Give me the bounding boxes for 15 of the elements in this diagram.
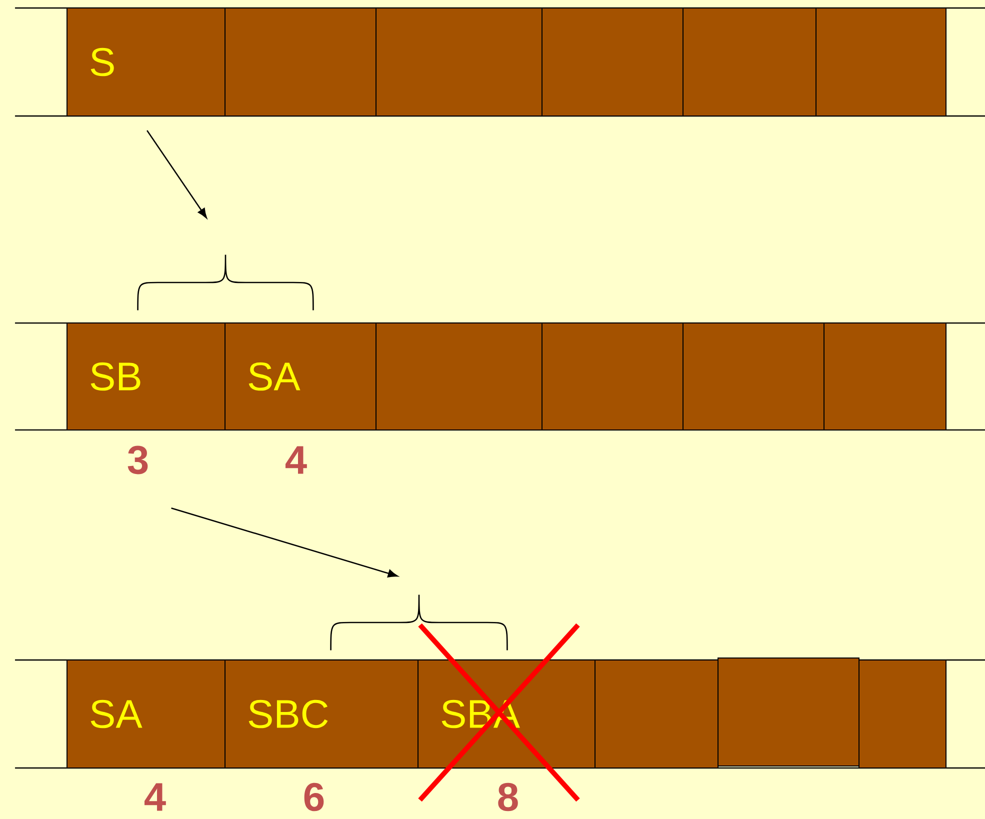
- cell-number: 3: [128, 446, 148, 474]
- arrow: [146, 130, 207, 218]
- cell-number: 4: [144, 783, 166, 811]
- empty-cell: [858, 660, 946, 768]
- tape-cell: SA: [66, 660, 226, 768]
- tape-cell: S: [66, 8, 226, 116]
- tape-cell: SA: [224, 322, 376, 430]
- tape-cell: SB: [66, 322, 226, 430]
- cell-number: 6: [304, 782, 324, 812]
- brace: [137, 254, 314, 310]
- brace: [330, 594, 508, 650]
- cell-number: 4: [286, 446, 307, 474]
- tape-cell: SBC: [224, 660, 418, 768]
- cell-number: 8: [498, 782, 518, 812]
- arrow: [171, 507, 398, 578]
